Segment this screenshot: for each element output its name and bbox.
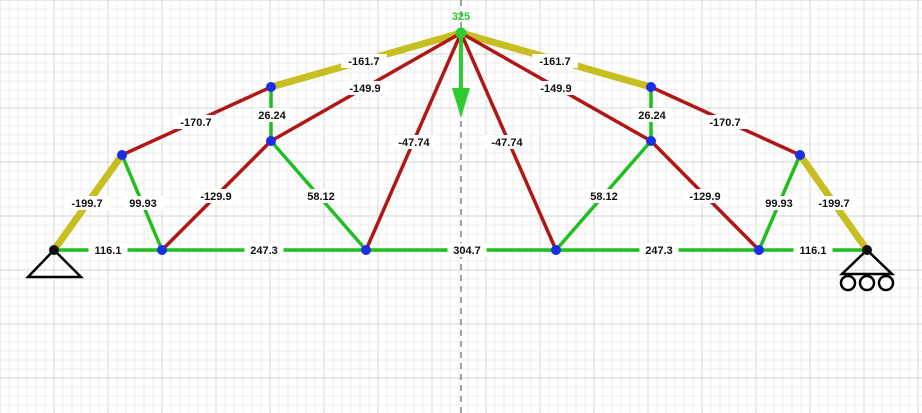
load-value-label: 325 [452,11,470,23]
load-arrow-head [452,88,470,118]
member-force-label-web-right-d: 58.12 [590,191,618,203]
member-force-label-web-right-b: -129.9 [689,191,720,203]
member-label-background [252,108,292,122]
member-force-label-top-right-3: -161.7 [539,56,570,68]
member-label-background [64,196,110,210]
member-force-label-top-left-1: -199.7 [71,198,102,210]
node-b3[interactable] [551,245,561,255]
truss-nodes [49,27,872,255]
node-tr3[interactable] [646,136,656,146]
roller-support-triangle [838,248,896,276]
member-label-background [447,243,487,257]
roller-wheel-3 [877,274,895,292]
member-label-background [639,243,679,257]
member-force-label-web-left-d: 58.12 [307,191,335,203]
member-label-background [342,81,388,95]
member-label-background [533,81,579,95]
member-label-background [173,115,219,129]
roller-wheel-1 [839,274,857,292]
member-force-label-top-right-2: -170.7 [709,117,740,129]
member-label-background [391,135,437,149]
pin-support-triangle [25,248,85,279]
member-label-background [301,189,341,203]
member-force-label-bottom-1: 116.1 [95,245,122,257]
member-force-label-top-left-2: -170.7 [180,117,211,129]
member-force-label-web-right-a: 99.93 [765,198,793,210]
node-tr1[interactable] [795,150,805,160]
member-force-label-web-left-a: 99.93 [129,198,157,210]
member-label-background [702,115,748,129]
member-label-background [793,243,833,257]
member-label-background [682,189,728,203]
member-label-background [244,243,284,257]
node-tl3[interactable] [266,136,276,146]
node-r0[interactable] [862,245,872,255]
member-force-labels: 116.1 247.3 304.7 247.3 116.1 -199.7 -170.7 -16… [64,54,857,257]
node-tl1[interactable] [117,150,127,160]
member-force-label-bottom-3: 304.7 [453,245,481,257]
member-label-background [88,243,128,257]
node-ap[interactable] [455,27,467,39]
node-l0[interactable] [49,245,59,255]
member-force-label-top-right-1: -199.7 [818,198,849,210]
member-force-label-bottom-5: 116.1 [800,245,827,257]
member-force-label-web-right-e: -149.9 [540,83,571,95]
member-force-label-web-left-b: -129.9 [200,191,231,203]
member-label-background [811,196,857,210]
load-arrow[interactable] [452,33,470,118]
member-label-background [484,135,530,149]
member-label-background [584,189,624,203]
node-b4[interactable] [754,245,764,255]
member-force-label-web-right-f: -47.74 [491,137,523,149]
member-label-background [341,54,387,68]
member-force-label-web-left-f: -47.74 [398,137,430,149]
node-tl2[interactable] [266,82,276,92]
pin-support[interactable] [25,248,85,279]
roller-support[interactable] [838,248,896,292]
node-b1[interactable] [157,245,167,255]
member-label-background [759,196,799,210]
node-tr2[interactable] [646,82,656,92]
member-force-label-web-left-e: -149.9 [349,83,380,95]
member-force-label-bottom-2: 247.3 [250,245,278,257]
member-label-background [123,196,163,210]
node-b2[interactable] [361,245,371,255]
roller-wheel-2 [858,274,876,292]
member-label-background [193,189,239,203]
member-label-background [532,54,578,68]
member-force-label-web-right-c: 26.24 [638,110,666,122]
member-label-background [632,108,672,122]
member-force-label-top-left-3: -161.7 [348,56,379,68]
member-force-label-web-left-c: 26.24 [258,110,286,122]
member-force-label-bottom-4: 247.3 [645,245,673,257]
